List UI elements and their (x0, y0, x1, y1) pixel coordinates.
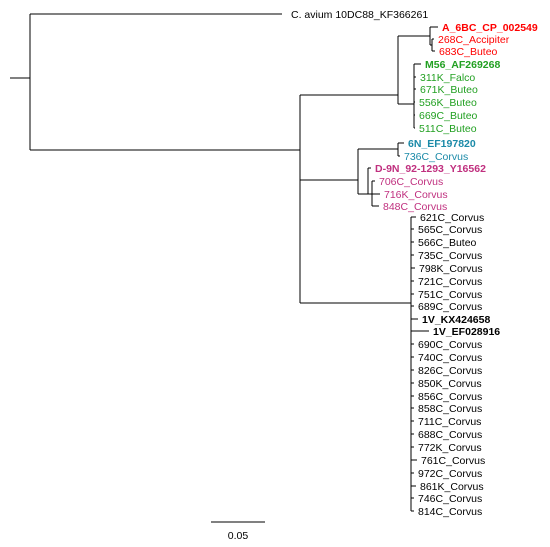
leaf-label: 511C_Buteo (419, 123, 477, 135)
leaf-label: 721C_Corvus (418, 276, 482, 288)
leaf-label: 683C_Buteo (439, 46, 498, 58)
leaf-label: 311K_Falco (420, 72, 475, 84)
leaf-label: D-9N_92-1293_Y16562 (375, 163, 486, 175)
tree-branches (10, 13, 438, 512)
leaf-label: 746C_Corvus (418, 493, 482, 505)
leaf-label: A_6BC_CP_002549 (442, 22, 538, 34)
leaf-label: 814C_Corvus (418, 506, 482, 518)
leaf-label: 689C_Corvus (418, 301, 482, 313)
leaf-label: 669C_Buteo (419, 110, 478, 122)
leaf-label: 850K_Corvus (418, 378, 482, 390)
leaf-label: 798K_Corvus (419, 263, 483, 275)
tree-labels: C. avium 10DC88_KF366261A_6BC_CP_0025492… (291, 9, 538, 518)
leaf-label: 6N_EF197820 (408, 138, 476, 150)
leaf-label: 566C_Buteo (418, 237, 477, 249)
leaf-label: 761C_Corvus (421, 455, 485, 467)
leaf-label: 706C_Corvus (379, 176, 443, 188)
leaf-label: 690C_Corvus (418, 339, 482, 351)
leaf-label: 861K_Corvus (420, 481, 484, 493)
leaf-label: 711C_Corvus (418, 416, 481, 428)
leaf-label: 565C_Corvus (418, 224, 482, 236)
scale-bar: 0.05 (211, 521, 265, 542)
leaf-label: 716K_Corvus (384, 189, 448, 201)
scale-bar-label: 0.05 (228, 530, 249, 542)
leaf-label: 671K_Buteo (420, 84, 478, 96)
leaf-label: 856C_Corvus (418, 391, 482, 403)
leaf-label: 736C_Corvus (404, 151, 468, 163)
leaf-label: 772K_Corvus (418, 442, 482, 454)
leaf-label: 826C_Corvus (418, 365, 482, 377)
leaf-label: 848C_Corvus (383, 201, 447, 213)
leaf-label: M56_AF269268 (425, 59, 500, 71)
leaf-label: 1V_KX424658 (422, 314, 490, 326)
leaf-label: 556K_Buteo (419, 97, 477, 109)
leaf-label: 621C_Corvus (420, 212, 484, 224)
leaf-label: 1V_EF028916 (433, 326, 500, 338)
leaf-label: 268C_Accipiter (438, 34, 510, 46)
leaf-label: 858C_Corvus (418, 403, 482, 415)
leaf-label: 735C_Corvus (418, 250, 482, 262)
leaf-label: 688C_Corvus (418, 429, 482, 441)
leaf-label: 972C_Corvus (418, 468, 482, 480)
leaf-label: 751C_Corvus (418, 289, 482, 301)
leaf-label-outgroup: C. avium 10DC88_KF366261 (291, 9, 428, 21)
leaf-label: 740C_Corvus (418, 352, 482, 364)
